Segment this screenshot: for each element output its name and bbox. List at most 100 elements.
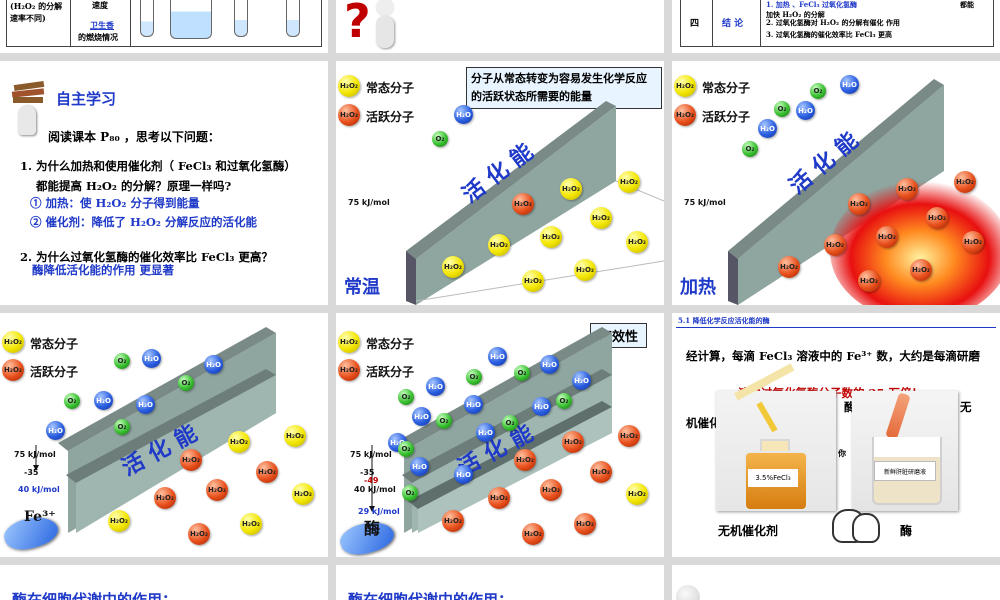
h2o-molecule: H₂O [840, 75, 859, 94]
condition-caption: 常温 [344, 277, 380, 298]
slide-thumb-6[interactable]: H₂O₂ 常态分子 H₂O₂ 活跃分子 活 化 能 75 kJ/mol 加热 H… [672, 61, 1000, 305]
normal-molecule: H₂O₂ [522, 270, 544, 292]
normal-molecule: H₂O₂ [284, 425, 306, 447]
slide-thumb-10[interactable]: 酶在细胞代谢中的作用： [0, 565, 328, 600]
active-molecule: H₂O₂ [442, 510, 464, 532]
active-molecule: H₂O₂ [522, 523, 544, 545]
energy-reduction: -35 [360, 468, 375, 477]
h2o-molecule: H₂O [142, 349, 161, 368]
agent-label-2: 的燃烧情况 [78, 32, 118, 42]
paragraph-3b: 酶 [844, 400, 856, 414]
normal-molecule: H₂O₂ [626, 483, 648, 505]
activation-energy-slope [728, 79, 1000, 305]
legend-normal-label: 常态分子 [366, 81, 415, 95]
h2o-molecule: H₂O [488, 347, 507, 366]
caption-inorganic: 无机催化剂 [718, 524, 779, 538]
o2-molecule: O₂ [774, 101, 790, 117]
active-molecule: H₂O₂ [896, 178, 918, 200]
h2o-molecule: H₂O [476, 423, 495, 442]
o2-molecule: O₂ [432, 131, 448, 147]
active-molecule: H₂O₂ [256, 461, 278, 483]
active-molecule: H₂O₂ [206, 479, 228, 501]
slide-header: 5.1 降低化学反应活化能的酶 [678, 316, 770, 325]
active-molecule: H₂O₂ [154, 487, 176, 509]
o2-molecule: O₂ [742, 141, 758, 157]
slide-thumb-12[interactable] [672, 565, 1000, 600]
slide-thumb-3[interactable]: 四 结 论 1. 加热 、FeCl₃ 过氧化氢酶 都能 加快 H₂O₂ 的分解 … [672, 0, 1000, 53]
legend-active-label: 活跃分子 [366, 110, 415, 124]
legend-normal-label: 常态分子 [366, 337, 415, 351]
normal-molecule: H₂O₂ [488, 234, 510, 256]
legend-normal-molecule: H₂O₂ [674, 75, 696, 97]
h2o-molecule: H₂O [464, 395, 483, 414]
slide-thumb-7[interactable]: H₂O₂ 常态分子 H₂O₂ 活跃分子 活 化 能 75 kJ/mol -35 … [0, 313, 328, 557]
o2-molecule: O₂ [810, 83, 826, 99]
table-divider [130, 0, 131, 46]
o2-molecule: O₂ [398, 441, 414, 457]
row-label: (H₂O₂ 的分解速率不同) [10, 1, 63, 23]
question-1b: 都能提高 H₂O₂ 的分解？原理一样吗? [36, 179, 232, 193]
energy-label: 75 kJ/mol [350, 450, 392, 459]
normal-molecule: H₂O₂ [240, 513, 262, 535]
agent-label: 卫生香 [90, 20, 114, 30]
enzyme-beaker-photo: 新鲜肝脏研磨液 [852, 391, 958, 511]
energy-label-catalyzed: 40 kJ/mol [354, 485, 396, 494]
energy-reduction-2: -49 [364, 476, 379, 485]
h2o-molecule: H₂O [572, 371, 591, 390]
legend-normal-molecule: H₂O₂ [338, 331, 360, 353]
activation-energy-slope [33, 327, 276, 533]
test-tube-2 [234, 0, 248, 37]
legend-active-label: 活跃分子 [702, 110, 751, 124]
question-2: 2. 为什么过氧化氢酶的催化效率比 FeCl₃ 更高？ [20, 250, 273, 264]
legend-normal-label: 常态分子 [30, 337, 79, 351]
slide-thumb-8[interactable]: H₂O₂ 常态分子 H₂O₂ 活跃分子 高效性 活 化 能 75 kJ/mol … [336, 313, 664, 557]
h2o-molecule: H₂O [454, 465, 473, 484]
active-molecule: H₂O₂ [188, 523, 210, 545]
bottle-label: 3.5%FeCl₃ [748, 469, 798, 487]
legend-active-label: 活跃分子 [366, 365, 415, 379]
fecl3-bottle-photo: 3.5%FeCl₃ [716, 363, 836, 511]
conclusion-line-4: 3. 过氧化氢酶的催化效率比 FeCl₃ 更高 [766, 30, 892, 39]
normal-molecule: H₂O₂ [540, 226, 562, 248]
conclusion-line-1: 1. 加热 、FeCl₃ 过氧化氢酶 [766, 0, 857, 9]
slide-title: 酶在细胞代谢中的作用： [348, 591, 514, 600]
normal-molecule: H₂O₂ [292, 483, 314, 505]
slide-title: 酶在细胞代谢中的作用： [12, 591, 178, 600]
o2-molecule: O₂ [514, 365, 530, 381]
slide-thumb-11[interactable]: 酶在细胞代谢中的作用： [336, 565, 664, 600]
paragraph-3a: 机催化 [686, 416, 721, 430]
h2o-molecule: H₂O [412, 407, 431, 426]
answer-3: 酶降低活化能的作用 更显著 [32, 263, 175, 277]
paragraph-3d: 你 [838, 448, 846, 458]
energy-label-catalyzed: 40 kJ/mol [18, 485, 60, 494]
o2-molecule: O₂ [114, 353, 130, 369]
active-molecule: H₂O₂ [514, 449, 536, 471]
normal-molecule: H₂O₂ [626, 231, 648, 253]
slide-thumb-1[interactable]: (H₂O₂ 的分解速率不同) 速度 卫生香 的燃烧情况 [0, 0, 328, 53]
normal-molecule: H₂O₂ [442, 256, 464, 278]
slide-thumb-2[interactable]: ? [336, 0, 664, 53]
slide-thumb-5[interactable]: H₂O₂ 常态分子 H₂O₂ 活跃分子 分子从常态转变为容易发生化学反应的活跃状… [336, 61, 664, 305]
slide-thumb-9[interactable]: 5.1 降低化学反应活化能的酶 经计算，每滴 FeCl₃ 溶液中的 Fe³⁺ 数… [672, 313, 1000, 557]
active-molecule: H₂O₂ [590, 461, 612, 483]
conclusion-line-1b: 都能 [960, 0, 974, 9]
question-1a: 1. 为什么加热和使用催化剂（ FeCl₃ 和过氧化氢酶） [20, 159, 296, 173]
person-icon [676, 585, 700, 600]
legend-normal-molecule: H₂O₂ [338, 75, 360, 97]
o2-molecule: O₂ [466, 369, 482, 385]
active-molecule: H₂O₂ [926, 207, 948, 229]
active-molecule: H₂O₂ [488, 487, 510, 509]
question-mark-icon: ? [344, 0, 371, 48]
o2-molecule: O₂ [114, 419, 130, 435]
normal-molecule: H₂O₂ [228, 431, 250, 453]
active-molecule: H₂O₂ [876, 226, 898, 248]
o2-molecule: O₂ [64, 393, 80, 409]
h2o-molecule: H₂O [136, 395, 155, 414]
paragraph-3c: 无 [960, 400, 972, 414]
energy-label-enzyme: 29 kJ/mol [358, 507, 400, 516]
slide-thumb-4[interactable]: 自主学习 阅读课本 P₈₀ ，思考以下问题： 1. 为什么加热和使用催化剂（ F… [0, 61, 328, 305]
table-divider [70, 0, 71, 46]
catalyst-label: 酶 [364, 519, 381, 538]
h2o-molecule: H₂O [410, 457, 429, 476]
conclusion-line-3: 2. 过氧化氢酶对 H₂O₂ 的分解有催化 作用 [766, 18, 900, 27]
